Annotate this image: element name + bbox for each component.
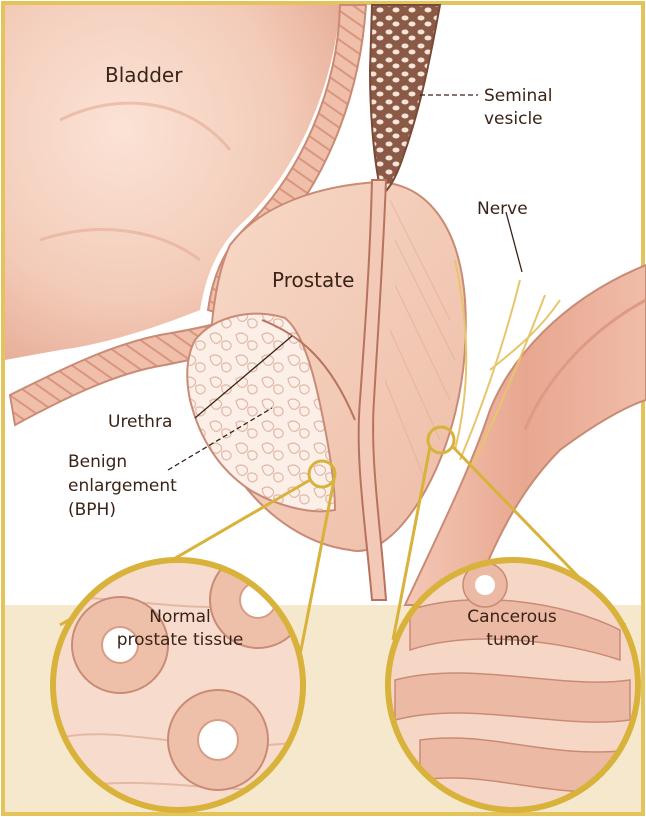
nerve-label: Nerve bbox=[477, 199, 528, 219]
seminal-vesicle-label-2: vesicle bbox=[484, 109, 543, 129]
urethra-label: Urethra bbox=[108, 412, 172, 432]
seminal-vesicle-label-1: Seminal bbox=[484, 86, 552, 106]
bph-label-2: enlargement bbox=[68, 476, 177, 496]
prostate-label: Prostate bbox=[272, 268, 354, 292]
bladder-label: Bladder bbox=[105, 63, 183, 87]
tumor-label-2: tumor bbox=[486, 630, 537, 650]
normal-tissue-label-1: Normal bbox=[149, 607, 211, 627]
normal-tissue-label-2: prostate tissue bbox=[117, 630, 244, 650]
bph-label-3: (BPH) bbox=[68, 500, 116, 520]
tumor-label-1: Cancerous bbox=[467, 607, 557, 627]
bph-label-1: Benign bbox=[68, 452, 127, 472]
